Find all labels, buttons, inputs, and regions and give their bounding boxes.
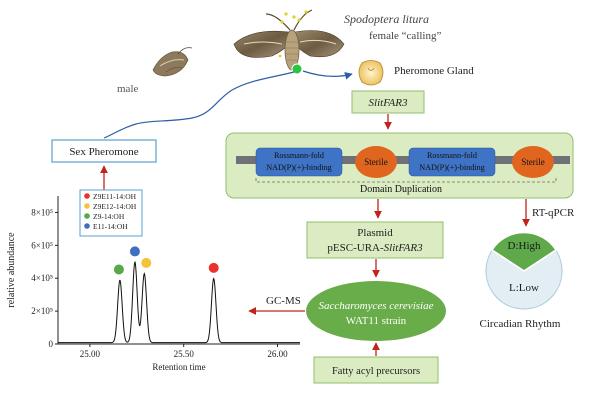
species-status: female “calling” <box>369 30 441 42</box>
yeast-species-label: Saccharomyces cerevisiae <box>319 300 434 312</box>
protein-backbone <box>236 156 570 164</box>
y-tick-label: 2×10⁵ <box>31 306 53 316</box>
sterile-domain-1 <box>355 146 397 178</box>
legend-marker <box>84 193 90 199</box>
circadian-label: Circadian Rhythm <box>480 318 561 330</box>
rossmann-domain-1 <box>255 147 343 177</box>
peak-marker <box>141 257 152 268</box>
chromatogram-trace <box>58 261 300 344</box>
domain-duplication-label: Domain Duplication <box>360 184 442 195</box>
x-tick-label: 25.50 <box>174 349 195 359</box>
legend-label: Z9-14:OH <box>93 212 125 221</box>
yeast-strain-label: WAT11 strain <box>346 315 407 327</box>
rossmann-domain-2-line2: NAD(P)(+)-binding <box>419 163 485 172</box>
legend-label: Z9E11-14:OH <box>93 192 137 201</box>
gc-ms-label: GC-MS <box>266 295 301 307</box>
rossmann-domain-1-line2: NAD(P)(+)-binding <box>266 163 332 172</box>
y-tick-label: 4×10⁵ <box>31 273 53 283</box>
plasmid-box <box>306 221 444 259</box>
y-tick-label: 0 <box>49 339 54 349</box>
yeast-ellipse <box>306 281 446 341</box>
precursors-box <box>313 356 439 384</box>
y-tick-label: 8×10⁵ <box>31 207 53 217</box>
rossmann-domain-2-line1: Rossmann-fold <box>427 151 477 160</box>
x-axis-label: Retention time <box>152 362 205 372</box>
peak-marker <box>113 264 124 275</box>
gland-arrow <box>302 70 353 80</box>
pheromone-gland-image <box>358 60 384 86</box>
legend-marker <box>84 203 90 209</box>
d-high-label: D:High <box>508 240 542 252</box>
gene-label: SlitFAR3 <box>369 97 408 109</box>
legend-marker <box>84 213 90 219</box>
peak-marker <box>129 246 140 257</box>
plasmid-line1: Plasmid <box>357 227 393 239</box>
chart-legend-box <box>79 189 143 237</box>
legend-label: Z9E12-14:OH <box>93 202 137 211</box>
pheromone-gland-label: Pheromone Gland <box>394 65 474 77</box>
duplication-bracket <box>255 178 557 183</box>
rossmann-domain-2 <box>408 147 496 177</box>
sex-pheromone-label: Sex Pheromone <box>69 146 138 158</box>
legend-label: E11-14:OH <box>93 222 128 231</box>
sterile-domain-2 <box>512 146 554 178</box>
sterile-domain-1-label: Sterile <box>364 157 388 167</box>
l-low-label: L:Low <box>509 282 539 294</box>
dark-period-wedge <box>490 231 558 272</box>
x-tick-label: 26.00 <box>267 349 288 359</box>
rt-qpcr-label: RT-qPCR <box>532 207 575 219</box>
legend-marker <box>84 223 90 229</box>
species-name: Spodoptera litura <box>344 12 429 26</box>
sex-pheromone-box <box>51 139 157 163</box>
female-moth-image <box>233 9 345 75</box>
sterile-domain-2-label: Sterile <box>521 157 545 167</box>
rossmann-domain-1-line1: Rossmann-fold <box>274 151 324 160</box>
plasmid-line2: pESC-URA-SlitFAR3 <box>327 242 423 254</box>
gene-box <box>351 90 425 114</box>
male-moth-image <box>152 47 193 77</box>
gc-ms-chromatogram: 0 2×10⁵ 4×10⁵ 6×10⁵ 8×10⁵ 25.00 25.50 26.00Rete… <box>6 196 300 372</box>
precursors-label: Fatty acyl precursors <box>332 366 420 377</box>
release-curve <box>103 71 295 139</box>
y-axis-label: relative abundance <box>6 232 17 308</box>
male-label: male <box>117 83 138 95</box>
y-tick-label: 6×10⁵ <box>31 240 53 250</box>
peak-marker <box>208 262 219 273</box>
x-tick-label: 25.00 <box>80 349 101 359</box>
circadian-pie <box>485 231 563 310</box>
